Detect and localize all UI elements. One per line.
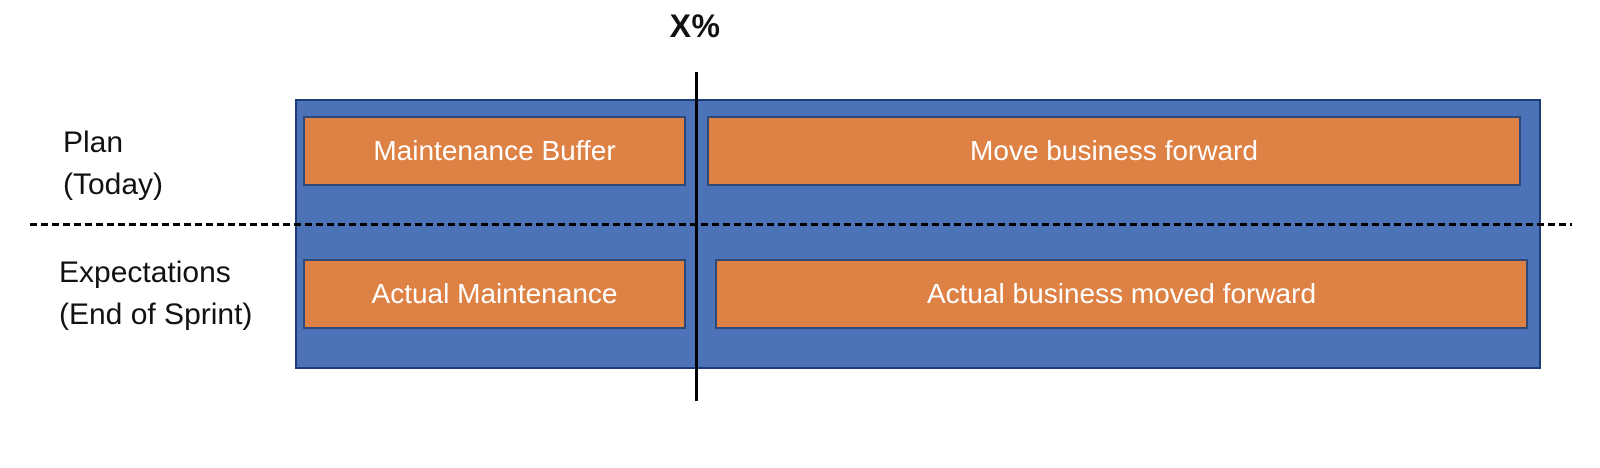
row-label-expectations-line1: Expectations xyxy=(59,256,231,289)
x-percent-marker-label: X% xyxy=(669,8,721,44)
bar-move-business-forward-label: Move business forward xyxy=(970,135,1258,166)
bar-actual-business-moved-forward: Actual business moved forward xyxy=(715,259,1528,329)
horizontal-dashed-divider xyxy=(30,223,1572,226)
row-label-plan-line2: (Today) xyxy=(63,168,164,201)
bar-maintenance-buffer-label: Maintenance Buffer xyxy=(373,135,616,166)
bar-move-business-forward: Move business forward xyxy=(707,116,1521,186)
bar-maintenance-buffer: Maintenance Buffer xyxy=(303,116,686,186)
bar-actual-business-moved-forward-label: Actual business moved forward xyxy=(926,278,1317,309)
x-percent-divider-line xyxy=(695,72,698,401)
row-label-plan: Plan (Today) xyxy=(63,122,163,206)
bar-actual-maintenance: Actual Maintenance xyxy=(303,259,686,329)
bar-actual-maintenance-label: Actual Maintenance xyxy=(371,278,618,309)
row-label-plan-line1: Plan xyxy=(63,126,124,159)
row-label-expectations-line2: (End of Sprint) xyxy=(59,298,253,331)
row-label-expectations: Expectations (End of Sprint) xyxy=(59,252,252,336)
